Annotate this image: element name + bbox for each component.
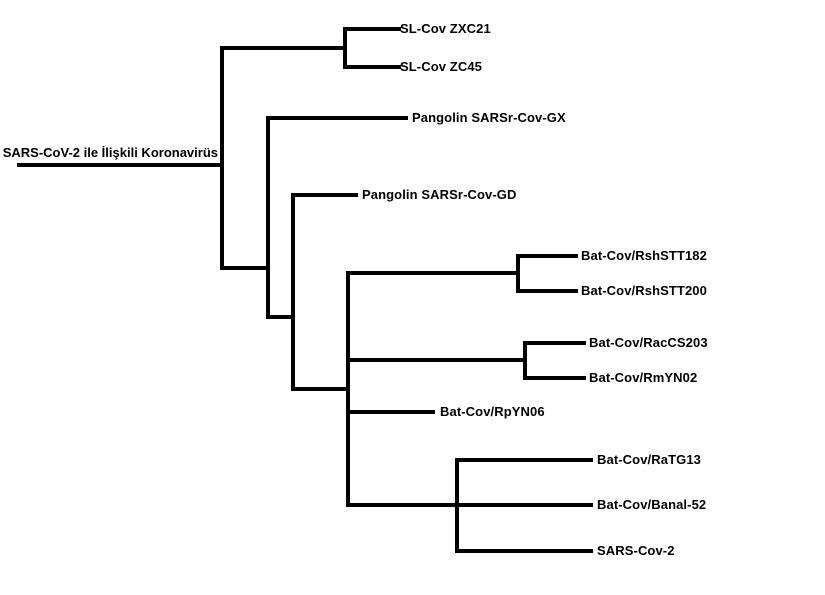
branch-sl-cov-zc45 [343, 65, 401, 69]
root-branch-line [17, 163, 224, 167]
taxon-label-bat-cov-raccs203: Bat-Cov/RacCS203 [589, 335, 708, 350]
stem-sl-cov-clade [220, 46, 347, 50]
tree-root-label: SARS-CoV-2 ile İlişkili Koronavirüs [2, 145, 218, 160]
branch-sl-cov-zxc21 [343, 27, 401, 31]
branch-pangolin-sarsr-cov-gx [266, 116, 408, 120]
branch-bat-cov-rmyn02 [523, 376, 586, 380]
connector-node3-to-node4 [291, 387, 350, 391]
taxon-label-bat-cov-rshstt200: Bat-Cov/RshSTT200 [581, 283, 707, 298]
taxon-label-bat-cov-ratg13: Bat-Cov/RaTG13 [597, 452, 701, 467]
taxon-label-bat-cov-banal-52: Bat-Cov/Banal-52 [597, 497, 707, 512]
taxon-label-bat-cov-rshstt182: Bat-Cov/RshSTT182 [581, 248, 707, 263]
branch-bat-cov-raccs203 [523, 341, 586, 345]
taxon-label-bat-cov-rmyn02: Bat-Cov/RmYN02 [589, 370, 698, 385]
node2-vertical [266, 116, 270, 319]
node4-vertical [346, 271, 350, 507]
taxon-label-sars-cov-2: SARS-Cov-2 [597, 543, 675, 558]
node-sl-cov-clade-vertical [343, 27, 347, 69]
branch-bat-cov-rpyn06 [346, 410, 435, 414]
node3-vertical [291, 193, 295, 391]
branch-bat-cov-banal-52 [346, 503, 593, 507]
node-rshstt-clade-vertical [516, 254, 520, 293]
branch-bat-cov-rshstt200 [516, 289, 578, 293]
branch-sars-cov-2 [455, 549, 593, 553]
branch-bat-cov-ratg13 [455, 458, 593, 462]
taxon-label-bat-cov-rpyn06: Bat-Cov/RpYN06 [440, 404, 545, 419]
branch-bat-cov-rshstt182 [516, 254, 578, 258]
stem-raccs-clade [346, 358, 527, 362]
taxon-label-pangolin-sarsr-gd: Pangolin SARSr-Cov-GD [362, 187, 517, 202]
taxon-label-pangolin-sarsr-gx: Pangolin SARSr-Cov-GX [412, 110, 566, 125]
taxon-label-sl-cov-zxc21: SL-Cov ZXC21 [400, 21, 491, 36]
node-raccs-clade-vertical [523, 341, 527, 380]
connector-node2-to-node3 [266, 315, 295, 319]
node-root-vertical [220, 46, 224, 270]
node-sars2-clade-vertical [455, 458, 459, 553]
taxon-label-sl-cov-zc45: SL-Cov ZC45 [400, 59, 483, 74]
stem-rshstt-clade [346, 271, 520, 275]
connector-root-to-node2 [220, 266, 270, 270]
branch-pangolin-sarsr-cov-gd [291, 193, 358, 197]
